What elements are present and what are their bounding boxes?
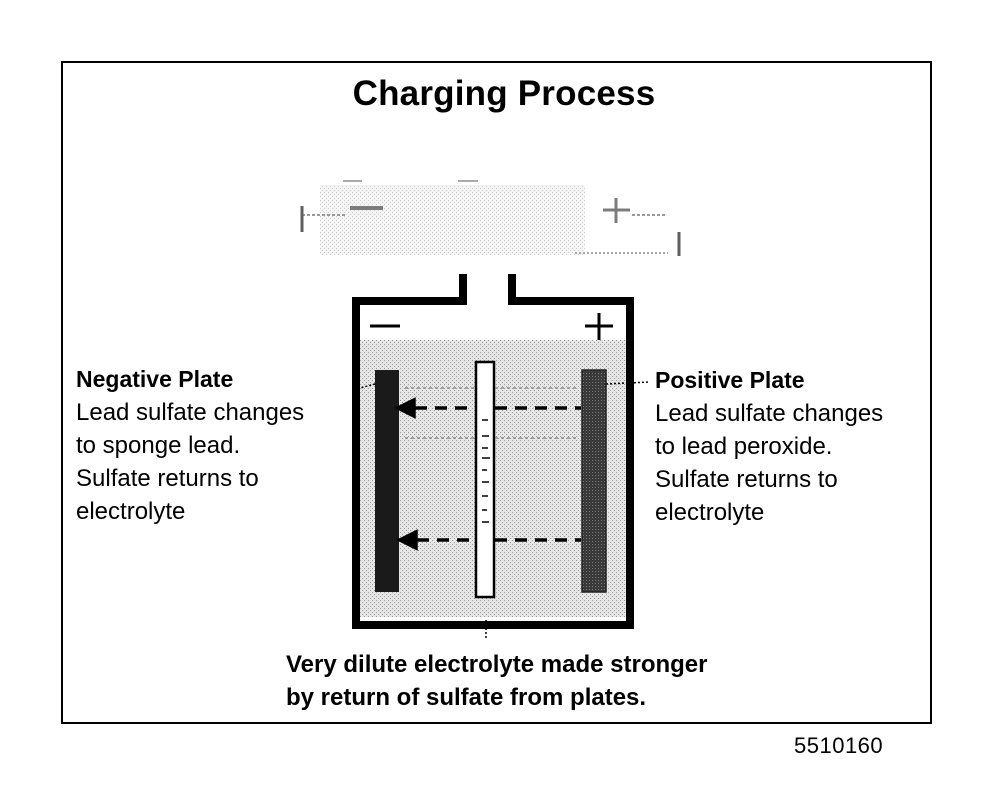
- positive-plate-line: to lead peroxide.: [655, 433, 833, 460]
- electrolyte-caption-line: by return of sulfate from plates.: [286, 684, 647, 711]
- positive-plate-label: Positive Plate Lead sulfate changes to l…: [655, 364, 883, 529]
- diagram-frame: [61, 61, 932, 724]
- positive-plate-line: Lead sulfate changes: [655, 400, 884, 427]
- positive-plate: [581, 369, 607, 593]
- negative-plate-line: Lead sulfate changes: [76, 399, 305, 426]
- negative-plate-heading: Negative Plate: [76, 366, 234, 392]
- figure-id: 5510160: [794, 733, 884, 758]
- negative-plate-line: Sulfate returns to: [76, 465, 259, 492]
- electrolyte-caption: Very dilute electrolyte made stronger by…: [286, 648, 708, 714]
- hydrometer-scale: [482, 419, 490, 523]
- faint-flow-lines: [405, 387, 578, 439]
- arrow-head-left-bottom: [396, 529, 418, 551]
- sulfate-arrow-bottom: [396, 529, 581, 551]
- positive-plate-line: electrolyte: [655, 499, 765, 526]
- diagram-title: Charging Process: [352, 74, 656, 113]
- charger-body: [320, 185, 585, 255]
- positive-plate-heading: Positive Plate: [655, 367, 805, 393]
- sulfate-arrow-top: [394, 397, 581, 419]
- positive-plate-line: Sulfate returns to: [655, 466, 838, 493]
- negative-plate: [375, 370, 399, 592]
- arrow-head-left-top: [394, 397, 416, 419]
- electrolyte-caption-line: Very dilute electrolyte made stronger: [286, 651, 708, 678]
- negative-plate-leader: [359, 383, 376, 389]
- hydrometer: [474, 360, 496, 599]
- negative-plate-label: Negative Plate Lead sulfate changes to s…: [76, 363, 304, 528]
- positive-plate-leader: [605, 381, 651, 385]
- negative-plate-line: to sponge lead.: [76, 432, 241, 459]
- negative-plate-line: electrolyte: [76, 498, 186, 525]
- charger-circuit: [300, 180, 681, 256]
